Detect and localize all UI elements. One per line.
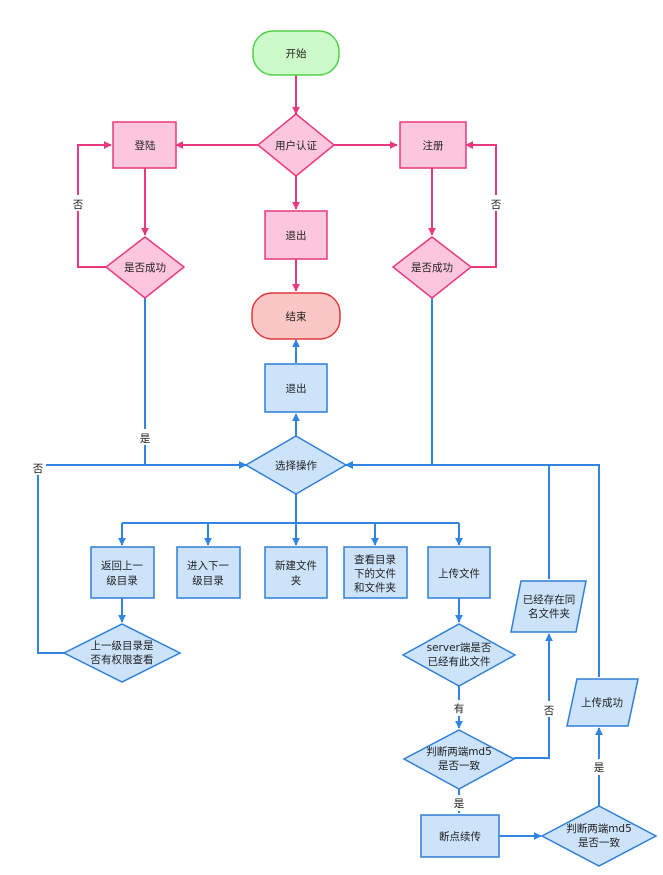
select-operation-label: 选择操作 <box>275 459 317 472</box>
register-process: 注册 <box>399 121 467 169</box>
edge-label-login-yes: 是 <box>140 433 151 445</box>
view-dir-label-1: 查看目录 <box>354 553 396 566</box>
permission-decision: 上一级目录是 否有权限查看 <box>62 623 182 683</box>
register-process-label: 注册 <box>423 139 444 152</box>
blue-edges <box>37 298 603 840</box>
auth-decision: 用户认证 <box>256 113 336 177</box>
start-node: 开始 <box>252 30 340 76</box>
end-node-label: 结束 <box>286 310 307 323</box>
upload-label: 上传文件 <box>438 567 480 580</box>
back-parent-label-2: 级目录 <box>106 575 138 587</box>
md5-check-decision-1: 判断两端md5 是否一致 <box>402 729 516 790</box>
view-dir-process: 查看目录 下的文件 和文件夹 <box>343 546 408 599</box>
permission-label-1: 上一级目录是 <box>91 640 154 652</box>
edge-label-register-no: 否 <box>491 199 502 211</box>
new-folder-label-1: 新建文件 <box>275 559 317 572</box>
edge-label-server-yes: 有 <box>454 702 465 715</box>
md5-check-1-label-2: 是否一致 <box>438 759 480 772</box>
md5-check-2-label-1: 判断两端md5 <box>566 822 632 835</box>
end-node: 结束 <box>251 292 341 340</box>
server-has-label-2: 已经有此文件 <box>428 655 491 668</box>
login-success-decision: 是否成功 <box>104 236 186 299</box>
resume-transfer-process: 断点续传 <box>420 814 500 858</box>
logout-mid-process: 退出 <box>264 363 328 413</box>
permission-label-2: 否有权限查看 <box>91 653 154 666</box>
exists-same-label-2: 名文件夹 <box>528 607 570 620</box>
select-operation-decision: 选择操作 <box>244 435 348 495</box>
register-success-label: 是否成功 <box>411 262 453 274</box>
md5-check-1-label-1: 判断两端md5 <box>426 745 492 758</box>
login-process: 登陆 <box>112 121 177 169</box>
edge-upload-ok-select <box>345 461 600 677</box>
server-has-label-1: server端是否 <box>427 641 492 654</box>
edge-select-branch-bus <box>122 494 459 524</box>
logout-mid-label: 退出 <box>286 382 307 395</box>
new-folder-process: 新建文件 夹 <box>264 546 328 599</box>
edge-regok-select <box>345 298 433 469</box>
md5-check-2-label-2: 是否一致 <box>578 836 620 849</box>
enter-sub-label-2: 级目录 <box>192 575 224 587</box>
enter-sub-label-1: 进入下一 <box>187 560 229 572</box>
login-success-label: 是否成功 <box>124 262 166 274</box>
md5-check-decision-2: 判断两端md5 是否一致 <box>540 805 658 867</box>
upload-process: 上传文件 <box>427 546 491 599</box>
login-process-label: 登陆 <box>135 139 156 152</box>
back-parent-label-1: 返回上一 <box>101 560 143 572</box>
view-dir-label-3: 和文件夹 <box>354 581 396 594</box>
logout-top-process: 退出 <box>264 210 328 260</box>
server-has-file-decision: server端是否 已经有此文件 <box>401 623 517 687</box>
enter-sub-process: 进入下一 级目录 <box>176 546 241 599</box>
new-folder-label-2: 夹 <box>291 574 302 587</box>
edge-label-md5-2-yes: 是 <box>594 762 605 774</box>
upload-success-label: 上传成功 <box>581 697 623 709</box>
back-parent-process: 返回上一 级目录 <box>90 546 155 599</box>
resume-transfer-label: 断点续传 <box>439 830 481 843</box>
view-dir-label-2: 下的文件 <box>354 567 396 580</box>
upload-success-io: 上传成功 <box>566 678 639 727</box>
exists-same-label-1: 已经存在同 <box>523 593 576 606</box>
edge-label-md5-1-yes: 是 <box>454 798 465 810</box>
edge-loginok-yes-select <box>144 298 247 469</box>
exists-same-name-io: 已经存在同 名文件夹 <box>510 580 587 633</box>
edge-label-md5-1-no: 否 <box>544 705 555 717</box>
edge-label-login-no: 否 <box>73 199 84 211</box>
auth-decision-label: 用户认证 <box>275 139 317 152</box>
edge-labels: 否 否 是 否 有 否 是 是 <box>30 195 607 811</box>
register-success-decision: 是否成功 <box>391 236 473 299</box>
edge-label-permission-no: 否 <box>33 463 44 475</box>
logout-top-label: 退出 <box>286 229 307 242</box>
edge-perm-no-select <box>37 461 247 654</box>
edge-md5-no-exists <box>514 633 553 759</box>
start-node-label: 开始 <box>286 47 307 60</box>
